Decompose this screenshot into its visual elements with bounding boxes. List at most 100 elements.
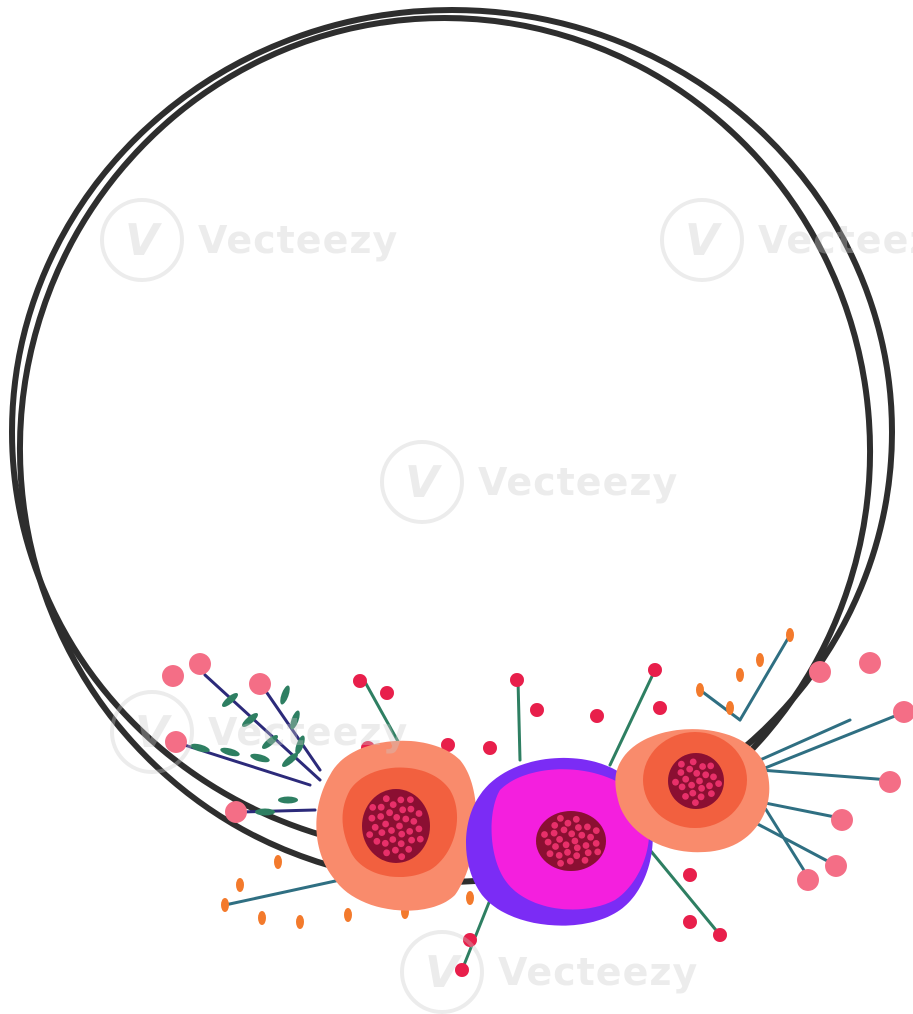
- seed-dot: [578, 831, 586, 839]
- berry-sprig-icon: [380, 686, 394, 700]
- seed-dot: [708, 790, 715, 797]
- seed-dot: [377, 813, 385, 820]
- seed-dot: [410, 818, 418, 825]
- seed-dot: [550, 829, 558, 837]
- seed-dot: [573, 852, 581, 860]
- twig-icon: [221, 898, 229, 912]
- berry-sprig-icon: [893, 701, 913, 723]
- berry-sprig-icon: [162, 665, 184, 687]
- berry-sprig-icon: [249, 673, 271, 695]
- seed-dot: [564, 848, 571, 856]
- seed-dot: [402, 815, 410, 823]
- sprig-group: [162, 628, 913, 977]
- berry-sprig-icon: [225, 801, 247, 823]
- leaf-sprig-icon: [255, 808, 275, 816]
- seed-dot: [416, 835, 424, 843]
- twig-icon: [736, 668, 744, 682]
- seed-dot: [382, 795, 390, 803]
- twig-icon: [296, 915, 304, 929]
- seed-dot: [562, 841, 570, 849]
- twig-icon: [738, 633, 792, 722]
- seed-dot: [377, 803, 385, 811]
- seed-dot: [702, 771, 710, 779]
- twig-icon: [460, 898, 492, 972]
- seed-dot: [572, 815, 580, 823]
- twig-icon: [758, 798, 812, 882]
- coral-flower-icon: [316, 740, 477, 911]
- twig-icon: [223, 878, 342, 907]
- seed-dot: [571, 837, 579, 845]
- seed-dot: [686, 765, 694, 773]
- seed-dot: [566, 857, 574, 865]
- magenta-flower-icon: [466, 757, 653, 926]
- seed-dot: [678, 760, 685, 768]
- twig-icon: [258, 911, 266, 925]
- leaf-sprig-icon: [262, 735, 278, 749]
- seed-dot: [594, 848, 602, 856]
- seed-dot: [369, 804, 377, 811]
- berry-sprig-icon: [463, 933, 477, 947]
- leaf-sprig-icon: [222, 693, 238, 707]
- seed-dot: [382, 820, 389, 828]
- seed-dot: [407, 796, 414, 803]
- berry-sprig-icon: [831, 809, 853, 831]
- berry-sprig-icon: [859, 652, 881, 674]
- seed-dot: [688, 781, 695, 789]
- seed-dot: [678, 783, 686, 791]
- seed-dot: [706, 782, 713, 790]
- seed-dot: [398, 830, 406, 838]
- twig-icon: [758, 768, 892, 782]
- twig-icon: [516, 678, 522, 762]
- seed-dot: [568, 830, 576, 838]
- leaf-sprig-icon: [278, 796, 298, 804]
- seed-dot: [397, 796, 405, 804]
- twig-icon: [344, 908, 352, 922]
- seed-dot: [557, 859, 564, 867]
- berry-sprig-icon: [530, 703, 544, 717]
- seed-dot: [556, 836, 563, 843]
- seed-dot: [689, 758, 697, 766]
- berry-sprig-icon: [653, 701, 667, 715]
- berry-sprig-icon: [441, 738, 455, 752]
- seed-dot: [697, 793, 705, 801]
- seed-dot: [378, 829, 386, 836]
- seed-dot: [560, 826, 568, 834]
- leaf-sprig-icon: [242, 713, 258, 727]
- berry-sprig-icon: [797, 869, 819, 891]
- twig-icon: [238, 808, 317, 814]
- seed-dot: [587, 833, 594, 841]
- berry-sprig-icon: [879, 771, 901, 793]
- leaf-sprig-icon: [280, 685, 290, 705]
- berry-sprig-icon: [353, 674, 367, 688]
- seed-dot: [396, 822, 403, 830]
- seed-dot: [555, 852, 563, 859]
- twig-icon: [698, 688, 742, 722]
- seed-dot: [552, 843, 559, 850]
- seed-dot: [368, 814, 376, 822]
- seed-dot: [392, 846, 399, 854]
- seed-dot: [696, 777, 703, 785]
- leaf-sprig-icon: [295, 735, 305, 755]
- seed-dot: [692, 799, 699, 806]
- seed-dot: [557, 814, 564, 822]
- berry-sprig-icon: [683, 868, 697, 882]
- seed-dot: [682, 775, 690, 783]
- berry-sprig-icon: [809, 661, 831, 683]
- seed-dot: [373, 837, 381, 845]
- seed-dot: [581, 856, 589, 864]
- seed-dot: [584, 823, 591, 831]
- seed-dot: [715, 780, 722, 787]
- berry-sprig-icon: [483, 741, 497, 755]
- seed-dot: [407, 805, 415, 813]
- seed-dot: [405, 845, 413, 853]
- seed-dot: [592, 827, 600, 834]
- seed-dot: [415, 825, 423, 833]
- twig-icon: [758, 718, 852, 762]
- twig-icon: [756, 653, 764, 667]
- seed-dot: [710, 773, 717, 781]
- seed-dot: [689, 789, 697, 797]
- seed-dot: [386, 809, 393, 817]
- coral-seed-dots: [366, 795, 424, 861]
- flower-group: [316, 729, 770, 926]
- seed-dot: [541, 831, 548, 838]
